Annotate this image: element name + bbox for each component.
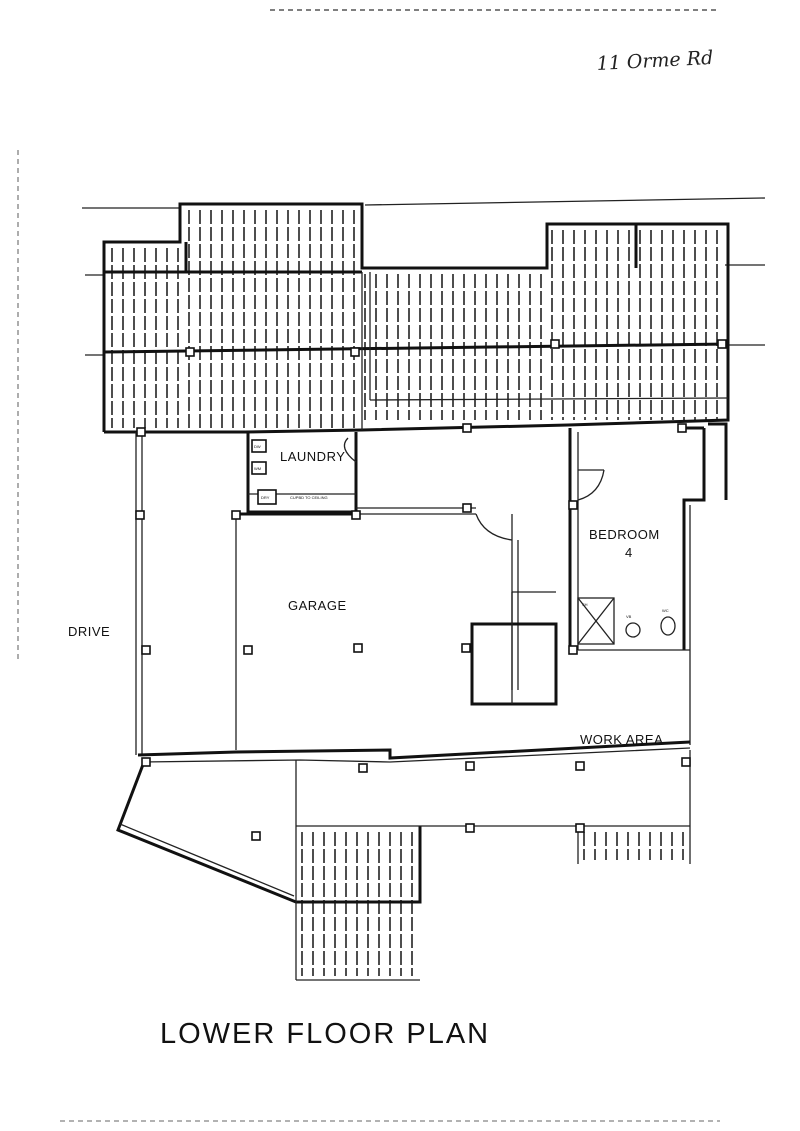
post — [465, 823, 475, 833]
basin-tag: VB — [626, 614, 632, 619]
post — [231, 510, 241, 520]
scan-border — [17, 9, 766, 1122]
wc-tag: WC — [662, 608, 669, 613]
garage-label: GARAGE — [288, 598, 347, 613]
post — [717, 339, 727, 349]
laundry-fixtures: DW WM DRY CUPBD TO CEILING — [251, 439, 328, 505]
post — [677, 423, 687, 433]
post — [351, 510, 361, 520]
shower-tag: SH — [582, 602, 588, 607]
washer-tag: WM — [254, 466, 261, 471]
column-posts — [135, 339, 727, 841]
upper-deck-outline — [102, 202, 730, 434]
post — [461, 643, 471, 653]
lower-deck-outline — [116, 750, 691, 981]
post — [575, 761, 585, 771]
cupboard-tag: CUPBD TO CEILING — [290, 495, 328, 500]
post — [462, 503, 472, 513]
post — [141, 757, 151, 767]
post — [141, 645, 151, 655]
dishwasher-tag: DW — [254, 444, 261, 449]
lower-deck-hatching — [301, 832, 684, 976]
post — [358, 763, 368, 773]
laundry-label: LAUNDRY — [280, 449, 345, 464]
bedroom-number: 4 — [625, 545, 633, 560]
upper-deck-hatching — [111, 210, 718, 428]
handwritten-address: 11 Orme Rd — [596, 47, 714, 75]
post — [568, 500, 578, 510]
post — [462, 423, 472, 433]
plan-title: LOWER FLOOR PLAN — [160, 1018, 490, 1050]
post — [575, 823, 585, 833]
work-area-label: WORK AREA — [580, 732, 663, 747]
ensuite-fixtures: SH VB WC — [582, 602, 669, 619]
drive-label: DRIVE — [68, 624, 110, 639]
post — [243, 645, 253, 655]
post — [568, 645, 578, 655]
post — [350, 347, 360, 357]
post — [185, 347, 195, 357]
post — [550, 339, 560, 349]
post — [136, 427, 146, 437]
ground-floor-walls — [135, 422, 728, 763]
dryer-tag: DRY — [261, 495, 270, 500]
post — [465, 761, 475, 771]
post — [353, 643, 363, 653]
post — [681, 757, 691, 767]
post — [135, 510, 145, 520]
bedroom-label: BEDROOM — [589, 527, 660, 542]
post — [251, 831, 261, 841]
